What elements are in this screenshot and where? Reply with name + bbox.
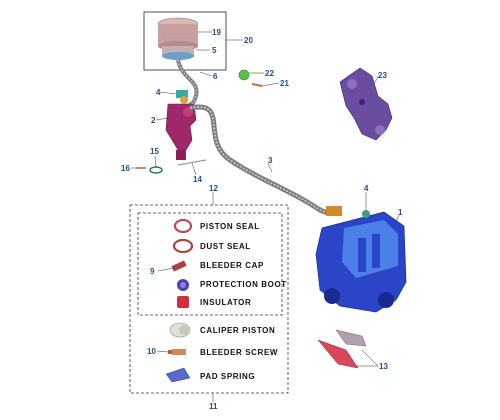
callout-20: 20 [244, 36, 253, 45]
protection-boot-icon [177, 279, 189, 291]
callout-11: 11 [209, 402, 218, 411]
brake-pads [317, 329, 367, 369]
callout-22: 22 [265, 69, 274, 78]
callout-9: 9 [150, 267, 155, 276]
callout-10: 10 [147, 347, 156, 356]
parts-kit-frame [129, 204, 289, 394]
master-cylinder [165, 90, 197, 160]
callout-4-caliper: 4 [364, 184, 369, 193]
fluid-reservoir [157, 17, 199, 60]
callout-14: 14 [193, 175, 202, 184]
legend-piston-seal: PISTON SEAL [200, 222, 260, 231]
legend-bleeder-cap: BLEEDER CAP [200, 261, 264, 270]
insulator-icon [177, 296, 189, 308]
reservoir-frame [143, 11, 227, 71]
legend-caliper-piston: CALIPER PISTON [200, 326, 276, 335]
callout-21: 21 [280, 79, 289, 88]
legend-pad-spring: PAD SPRING [200, 372, 256, 381]
callout-12: 12 [209, 184, 218, 193]
callout-4-master: 4 [156, 88, 161, 97]
cap-22 [238, 69, 250, 81]
callout-19: 19 [212, 28, 221, 37]
callout-6: 6 [213, 72, 218, 81]
seal-kit-frame [137, 212, 283, 316]
screw-21 [251, 83, 263, 87]
clip-15 [149, 166, 163, 174]
legend-insulator: INSULATOR [200, 298, 252, 307]
callout-15: 15 [150, 147, 159, 156]
bleeder-cap-icon [171, 260, 187, 272]
caliper-body [315, 210, 407, 313]
callout-1: 1 [398, 208, 403, 217]
callout-13: 13 [379, 362, 388, 371]
caliper-piston-icon [169, 322, 191, 338]
callout-2: 2 [151, 116, 156, 125]
piston-seal-icon [173, 218, 193, 234]
legend-protection-boot: PROTECTION BOOT [200, 280, 287, 289]
callout-16: 16 [121, 164, 130, 173]
dust-seal-icon [172, 238, 194, 254]
callout-5: 5 [212, 46, 217, 55]
legend-dust-seal: DUST SEAL [200, 242, 251, 251]
caliper-bracket [339, 67, 393, 141]
callout-3: 3 [268, 156, 273, 165]
pad-spring-icon [165, 367, 191, 383]
legend-bleeder-screw: BLEEDER SCREW [200, 348, 279, 357]
bleeder-screw-icon [168, 349, 186, 355]
callout-23: 23 [378, 71, 387, 80]
pin-14 [177, 159, 207, 166]
